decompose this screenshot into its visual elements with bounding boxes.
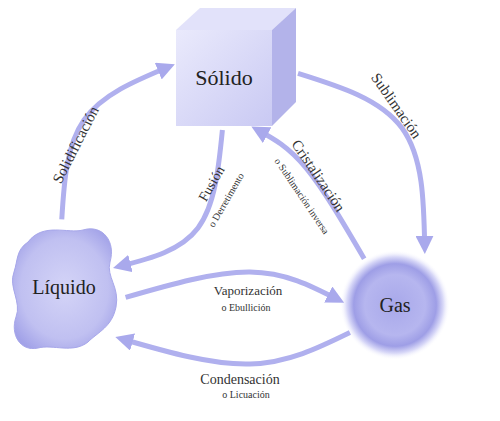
liquid-outline <box>12 229 116 349</box>
transition-label: Cristalización <box>288 137 349 216</box>
transition-label: Solidificación <box>49 104 102 187</box>
state-name: Sólido <box>195 65 252 91</box>
state-node: Líquido <box>8 222 120 352</box>
transition-arrow <box>126 272 338 300</box>
cube-side <box>272 8 296 126</box>
transition-arrow <box>122 333 350 365</box>
cube-front <box>176 30 272 126</box>
transition-label: Condensación <box>200 372 279 388</box>
state-name: Líquido <box>32 276 95 299</box>
state-name: Gas <box>379 294 410 317</box>
transition-arrow <box>258 130 365 259</box>
state-node: Sólido <box>172 4 298 130</box>
alternate-name: o Licuación <box>222 389 269 400</box>
alternate-name: o Ebullición <box>221 302 270 313</box>
transition-label: Vaporización <box>214 283 283 299</box>
gas-glow <box>340 250 450 360</box>
state-node: Gas <box>340 250 450 360</box>
